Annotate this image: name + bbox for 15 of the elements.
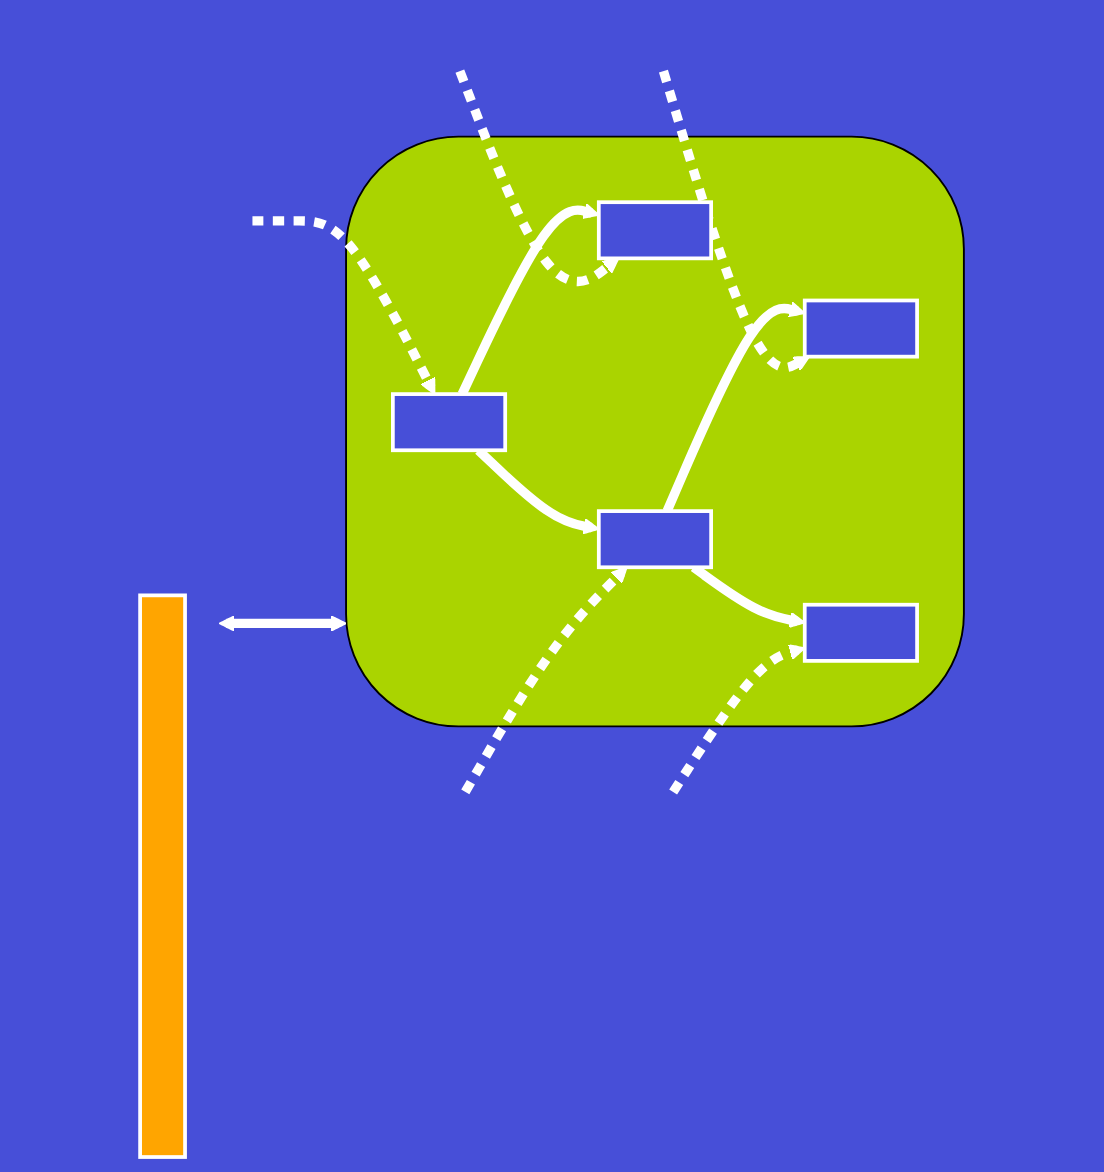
node-box <box>802 602 919 663</box>
arrow <box>252 216 436 395</box>
cluster <box>345 135 965 728</box>
node-box <box>596 200 713 261</box>
arrow <box>457 203 600 397</box>
arrow <box>662 301 806 513</box>
node-box <box>802 298 919 359</box>
arrow <box>658 69 811 373</box>
node-box <box>391 392 508 453</box>
arrow <box>218 615 347 632</box>
arrow <box>669 644 806 795</box>
node-bar <box>138 593 187 1159</box>
node-box <box>596 509 713 570</box>
arrow <box>455 69 620 287</box>
arrow <box>461 566 628 795</box>
